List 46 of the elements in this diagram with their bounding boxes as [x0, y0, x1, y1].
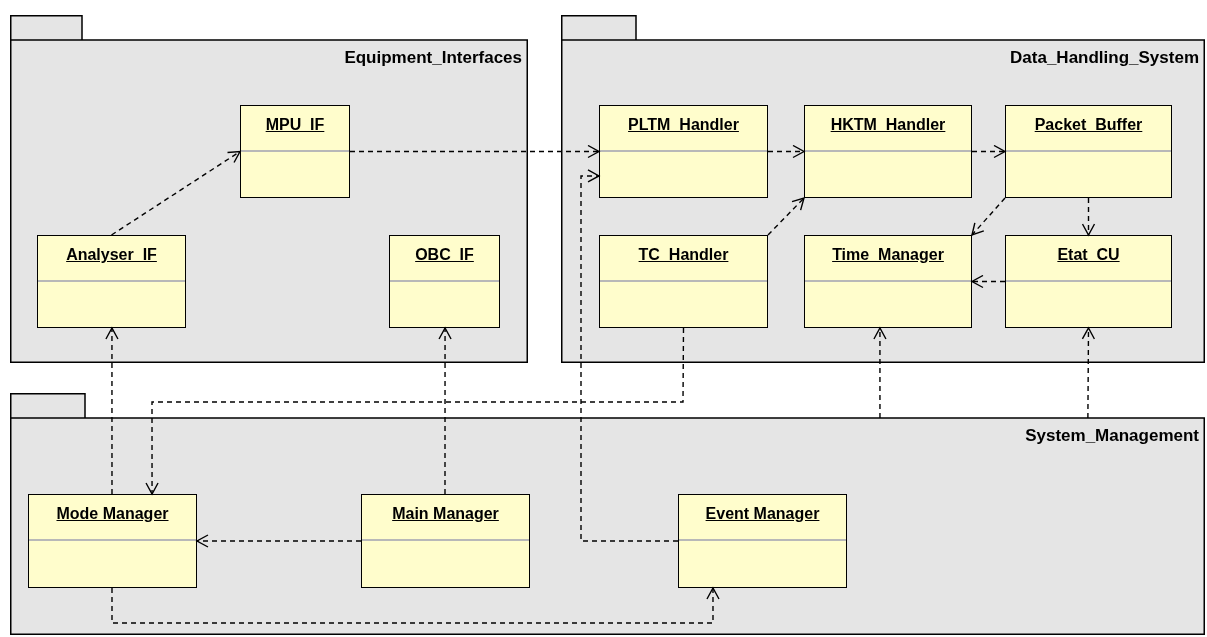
class-box [1005, 235, 1172, 328]
class-name: Analyser_IF [66, 245, 157, 265]
dependency-arrow [111, 587, 720, 624]
dependency-arrow [971, 197, 1006, 236]
class-name: OBC_IF [415, 245, 474, 265]
dependency-arrow [580, 169, 679, 542]
class-box [804, 235, 972, 328]
dependency-arrow [767, 144, 805, 159]
dependency-arrow [767, 197, 805, 236]
class-name: MPU_IF [265, 115, 325, 135]
dependency-arrow [971, 144, 1006, 159]
class-box [678, 494, 847, 588]
class-box [361, 494, 530, 588]
class-name: Mode Manager [56, 504, 169, 524]
package-name: System_Management [1025, 425, 1199, 447]
dependency-arrow [1081, 327, 1096, 419]
class-box [37, 235, 186, 328]
class-box [1005, 105, 1172, 198]
class-box [599, 235, 768, 328]
dependency-arrow [105, 327, 119, 495]
class-name: HKTM_Handler [830, 115, 946, 135]
class-name: Etat_CU [1057, 245, 1120, 265]
dependency-arrow [145, 327, 685, 495]
package-name: Equipment_Interfaces [344, 47, 522, 69]
class-name: Time_Manager [832, 245, 944, 265]
class-name: Main Manager [392, 504, 499, 524]
package-name: Data_Handling_System [1010, 47, 1199, 69]
class-box [28, 494, 197, 588]
dependency-arrow [971, 274, 1006, 289]
class-name: Packet_Buffer [1034, 115, 1143, 135]
dependency-arrow [873, 327, 887, 419]
dependency-arrow [438, 327, 452, 495]
class-name: PLTM_Handler [628, 115, 739, 135]
class-box [599, 105, 768, 198]
package-frame [10, 393, 1205, 635]
class-box [804, 105, 972, 198]
class-box [240, 105, 350, 198]
class-box [389, 235, 500, 328]
package-frame [561, 15, 1205, 363]
dependency-arrow [349, 144, 600, 159]
dependency-arrow [196, 534, 362, 548]
class-name: TC_Handler [638, 245, 729, 265]
package-frame [10, 15, 528, 363]
dependency-arrow [110, 150, 241, 236]
class-name: Event Manager [705, 504, 820, 524]
dependency-arrow [1081, 197, 1096, 236]
